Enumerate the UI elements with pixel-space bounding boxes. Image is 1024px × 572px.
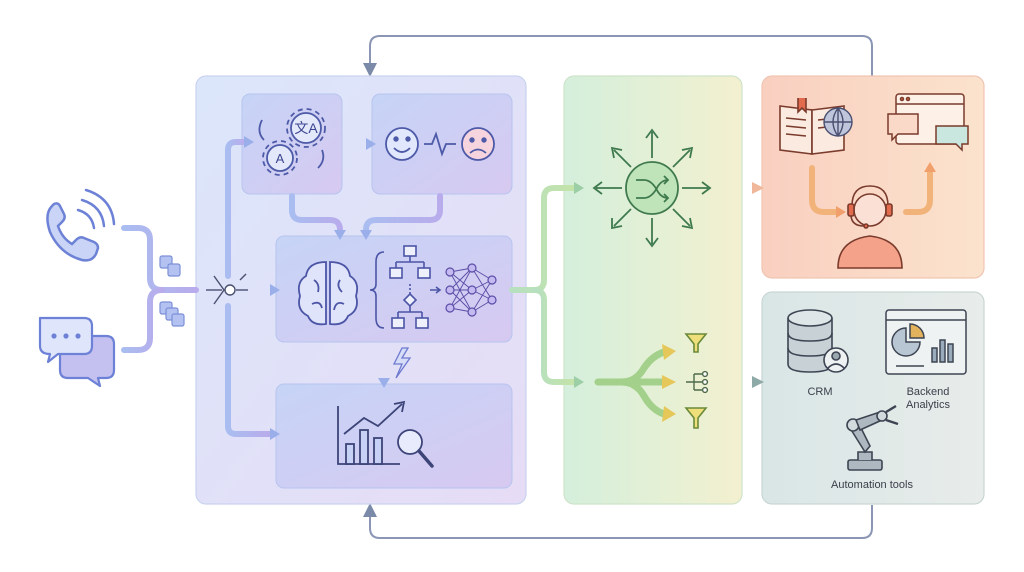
- analytics-card: [275, 383, 513, 489]
- funnel-icon: [684, 333, 708, 429]
- routing-pipes: [509, 185, 755, 385]
- chat-bubbles-icon: [38, 316, 116, 388]
- translation-glyph-icon: 文A: [294, 120, 318, 136]
- automation-tools-label: Automation tools: [831, 479, 913, 491]
- split-arrowheads: [662, 344, 676, 422]
- routing-panel: [563, 75, 743, 505]
- agent-headset-icon: [837, 185, 903, 269]
- browser-window-icon: [887, 93, 969, 152]
- data-packet-icons: [159, 255, 185, 327]
- router-node-icon: [206, 273, 248, 305]
- database-icon: [787, 309, 849, 373]
- input-pipes: [121, 225, 199, 353]
- nlp-pipe-arrowheads: [244, 136, 390, 440]
- robot-arm-icon: [846, 404, 899, 471]
- agent-flow-arrows: [809, 165, 933, 215]
- routing-arrowheads: [574, 182, 764, 388]
- dashboard-icon: [885, 309, 967, 375]
- agent-flow-arrowheads: [836, 162, 936, 218]
- feedback-loop-bottom: [363, 503, 873, 539]
- lightning-icon: [392, 347, 412, 379]
- translation-gear-icon: [258, 108, 326, 176]
- decision-tree-icon: [369, 245, 442, 329]
- split-arrows-icon: [594, 348, 668, 418]
- feedback-loop-top: [363, 35, 873, 77]
- crm-label: CRM: [807, 386, 833, 398]
- analytics-chart-icon: [337, 400, 434, 468]
- translation-card: [241, 93, 343, 195]
- backend-analytics-label: Backend Analytics: [905, 386, 951, 411]
- neural-network-icon: [445, 263, 497, 317]
- globe-icon: [823, 107, 853, 137]
- letter-a-icon: A: [276, 151, 285, 166]
- sentiment-faces-icon: [385, 127, 495, 161]
- branch-icon: [686, 370, 709, 394]
- phone-icon: [46, 188, 116, 262]
- shuffle-hub-icon: [592, 128, 712, 248]
- brain-icon: [297, 261, 359, 326]
- nlp-internal-pipes: [225, 139, 443, 437]
